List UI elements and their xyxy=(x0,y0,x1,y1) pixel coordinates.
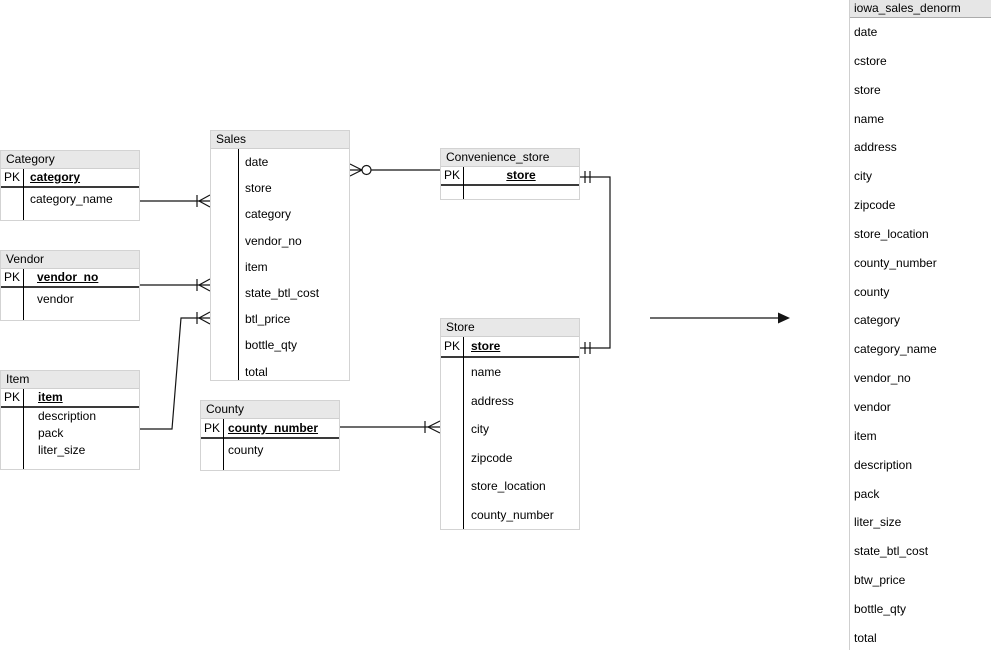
entity-table-county[interactable]: County PK county_number county xyxy=(200,400,340,471)
field-row: description xyxy=(38,409,97,423)
table-title: Sales xyxy=(211,131,349,149)
field-row: category_name xyxy=(30,192,113,206)
field-row: item xyxy=(854,428,877,443)
entity-table-vendor[interactable]: Vendor PK vendor_no vendor xyxy=(0,250,140,321)
pk-label: PK xyxy=(4,170,21,184)
field-row: pack xyxy=(854,486,880,501)
field-row: city xyxy=(471,422,489,437)
pk-row: PK county_number xyxy=(201,419,339,439)
table-title: Category xyxy=(1,151,139,169)
field-row: state_btl_cost xyxy=(854,544,929,559)
field-row: liter_size xyxy=(854,515,902,530)
field-row: pack xyxy=(38,426,64,440)
field-row: zipcode xyxy=(854,198,896,213)
field-row: category_name xyxy=(854,342,937,357)
rel-sales-cstore xyxy=(349,163,440,177)
field-row: state_btl_cost xyxy=(245,285,320,300)
pk-label: PK xyxy=(204,421,221,435)
field-row: store_location xyxy=(471,479,546,494)
pk-column-divider xyxy=(223,419,224,470)
pk-row: PK item xyxy=(1,389,139,408)
rel-vendor-sales xyxy=(140,278,211,292)
field-row: item xyxy=(245,259,268,274)
rel-cstore-store xyxy=(580,171,611,354)
field-row: total xyxy=(854,630,877,645)
table-title: Vendor xyxy=(1,251,139,269)
field-row: name xyxy=(854,111,885,126)
field-row: county xyxy=(228,443,264,457)
table-title: County xyxy=(201,401,339,419)
field-row: cstore xyxy=(854,53,887,68)
field-row: vendor xyxy=(854,399,891,414)
field-row: name xyxy=(471,365,502,379)
entity-table-convenience-store[interactable]: Convenience_store PK store xyxy=(440,148,580,200)
field-row: vendor_no xyxy=(245,233,302,248)
field-row: vendor xyxy=(37,292,74,306)
pk-field: store xyxy=(471,339,501,353)
denorm-title: iowa_sales_denorm xyxy=(850,0,991,18)
entity-table-store[interactable]: Store PK store name address city zipcode… xyxy=(440,318,580,530)
pk-row: PK store xyxy=(441,167,579,186)
pk-label: PK xyxy=(4,390,21,404)
field-row: date xyxy=(245,155,269,169)
rel-category-sales xyxy=(140,194,211,208)
field-row: date xyxy=(854,25,878,39)
field-row: btl_price xyxy=(245,312,291,327)
table-title: Store xyxy=(441,319,579,337)
denorm-panel[interactable]: iowa_sales_denorm date cstore store name… xyxy=(849,0,991,650)
denorm-arrow xyxy=(650,312,790,324)
pk-field: vendor_no xyxy=(37,270,99,284)
field-row: category xyxy=(245,207,292,222)
field-row: total xyxy=(245,364,268,379)
field-row: county xyxy=(854,284,890,299)
pk-column-divider xyxy=(463,337,464,529)
field-row: liter_size xyxy=(38,443,86,457)
pk-field: item xyxy=(38,390,63,404)
pk-column-divider xyxy=(23,389,24,469)
field-row: category xyxy=(854,313,901,328)
field-row: address xyxy=(471,393,514,408)
pk-column-divider xyxy=(238,149,239,380)
table-title: Item xyxy=(1,371,139,389)
field-row: btw_price xyxy=(854,573,906,588)
field-row: store xyxy=(854,82,881,97)
field-row: vendor_no xyxy=(854,371,911,386)
field-row: county_number xyxy=(854,255,937,270)
field-row: county_number xyxy=(471,507,554,522)
field-row: address xyxy=(854,140,897,155)
pk-field: county_number xyxy=(228,421,319,435)
rel-county-store xyxy=(340,420,441,434)
entity-table-category[interactable]: Category PK category category_name xyxy=(0,150,140,221)
field-row: city xyxy=(854,169,872,184)
pk-row: PK vendor_no xyxy=(1,269,139,288)
field-row: bottle_qty xyxy=(245,338,298,353)
pk-field: category xyxy=(30,170,81,184)
pk-column-divider xyxy=(23,169,24,220)
table-title: Convenience_store xyxy=(441,149,579,167)
field-row: zipcode xyxy=(471,450,513,465)
pk-row: PK category xyxy=(1,169,139,188)
pk-label: PK xyxy=(4,270,21,284)
field-row: store_location xyxy=(854,226,929,241)
entity-table-item[interactable]: Item PK item description pack liter_size xyxy=(0,370,140,470)
field-row: description xyxy=(854,457,913,472)
pk-column-divider xyxy=(463,167,464,199)
pk-field: store xyxy=(506,168,536,182)
field-row: bottle_qty xyxy=(854,601,907,616)
pk-row: PK store xyxy=(441,337,579,358)
pk-label: PK xyxy=(444,168,461,182)
field-row: store xyxy=(245,181,272,196)
pk-column-divider xyxy=(23,269,24,320)
pk-label: PK xyxy=(444,339,461,353)
entity-table-sales[interactable]: Sales date store category vendor_no item… xyxy=(210,130,350,381)
